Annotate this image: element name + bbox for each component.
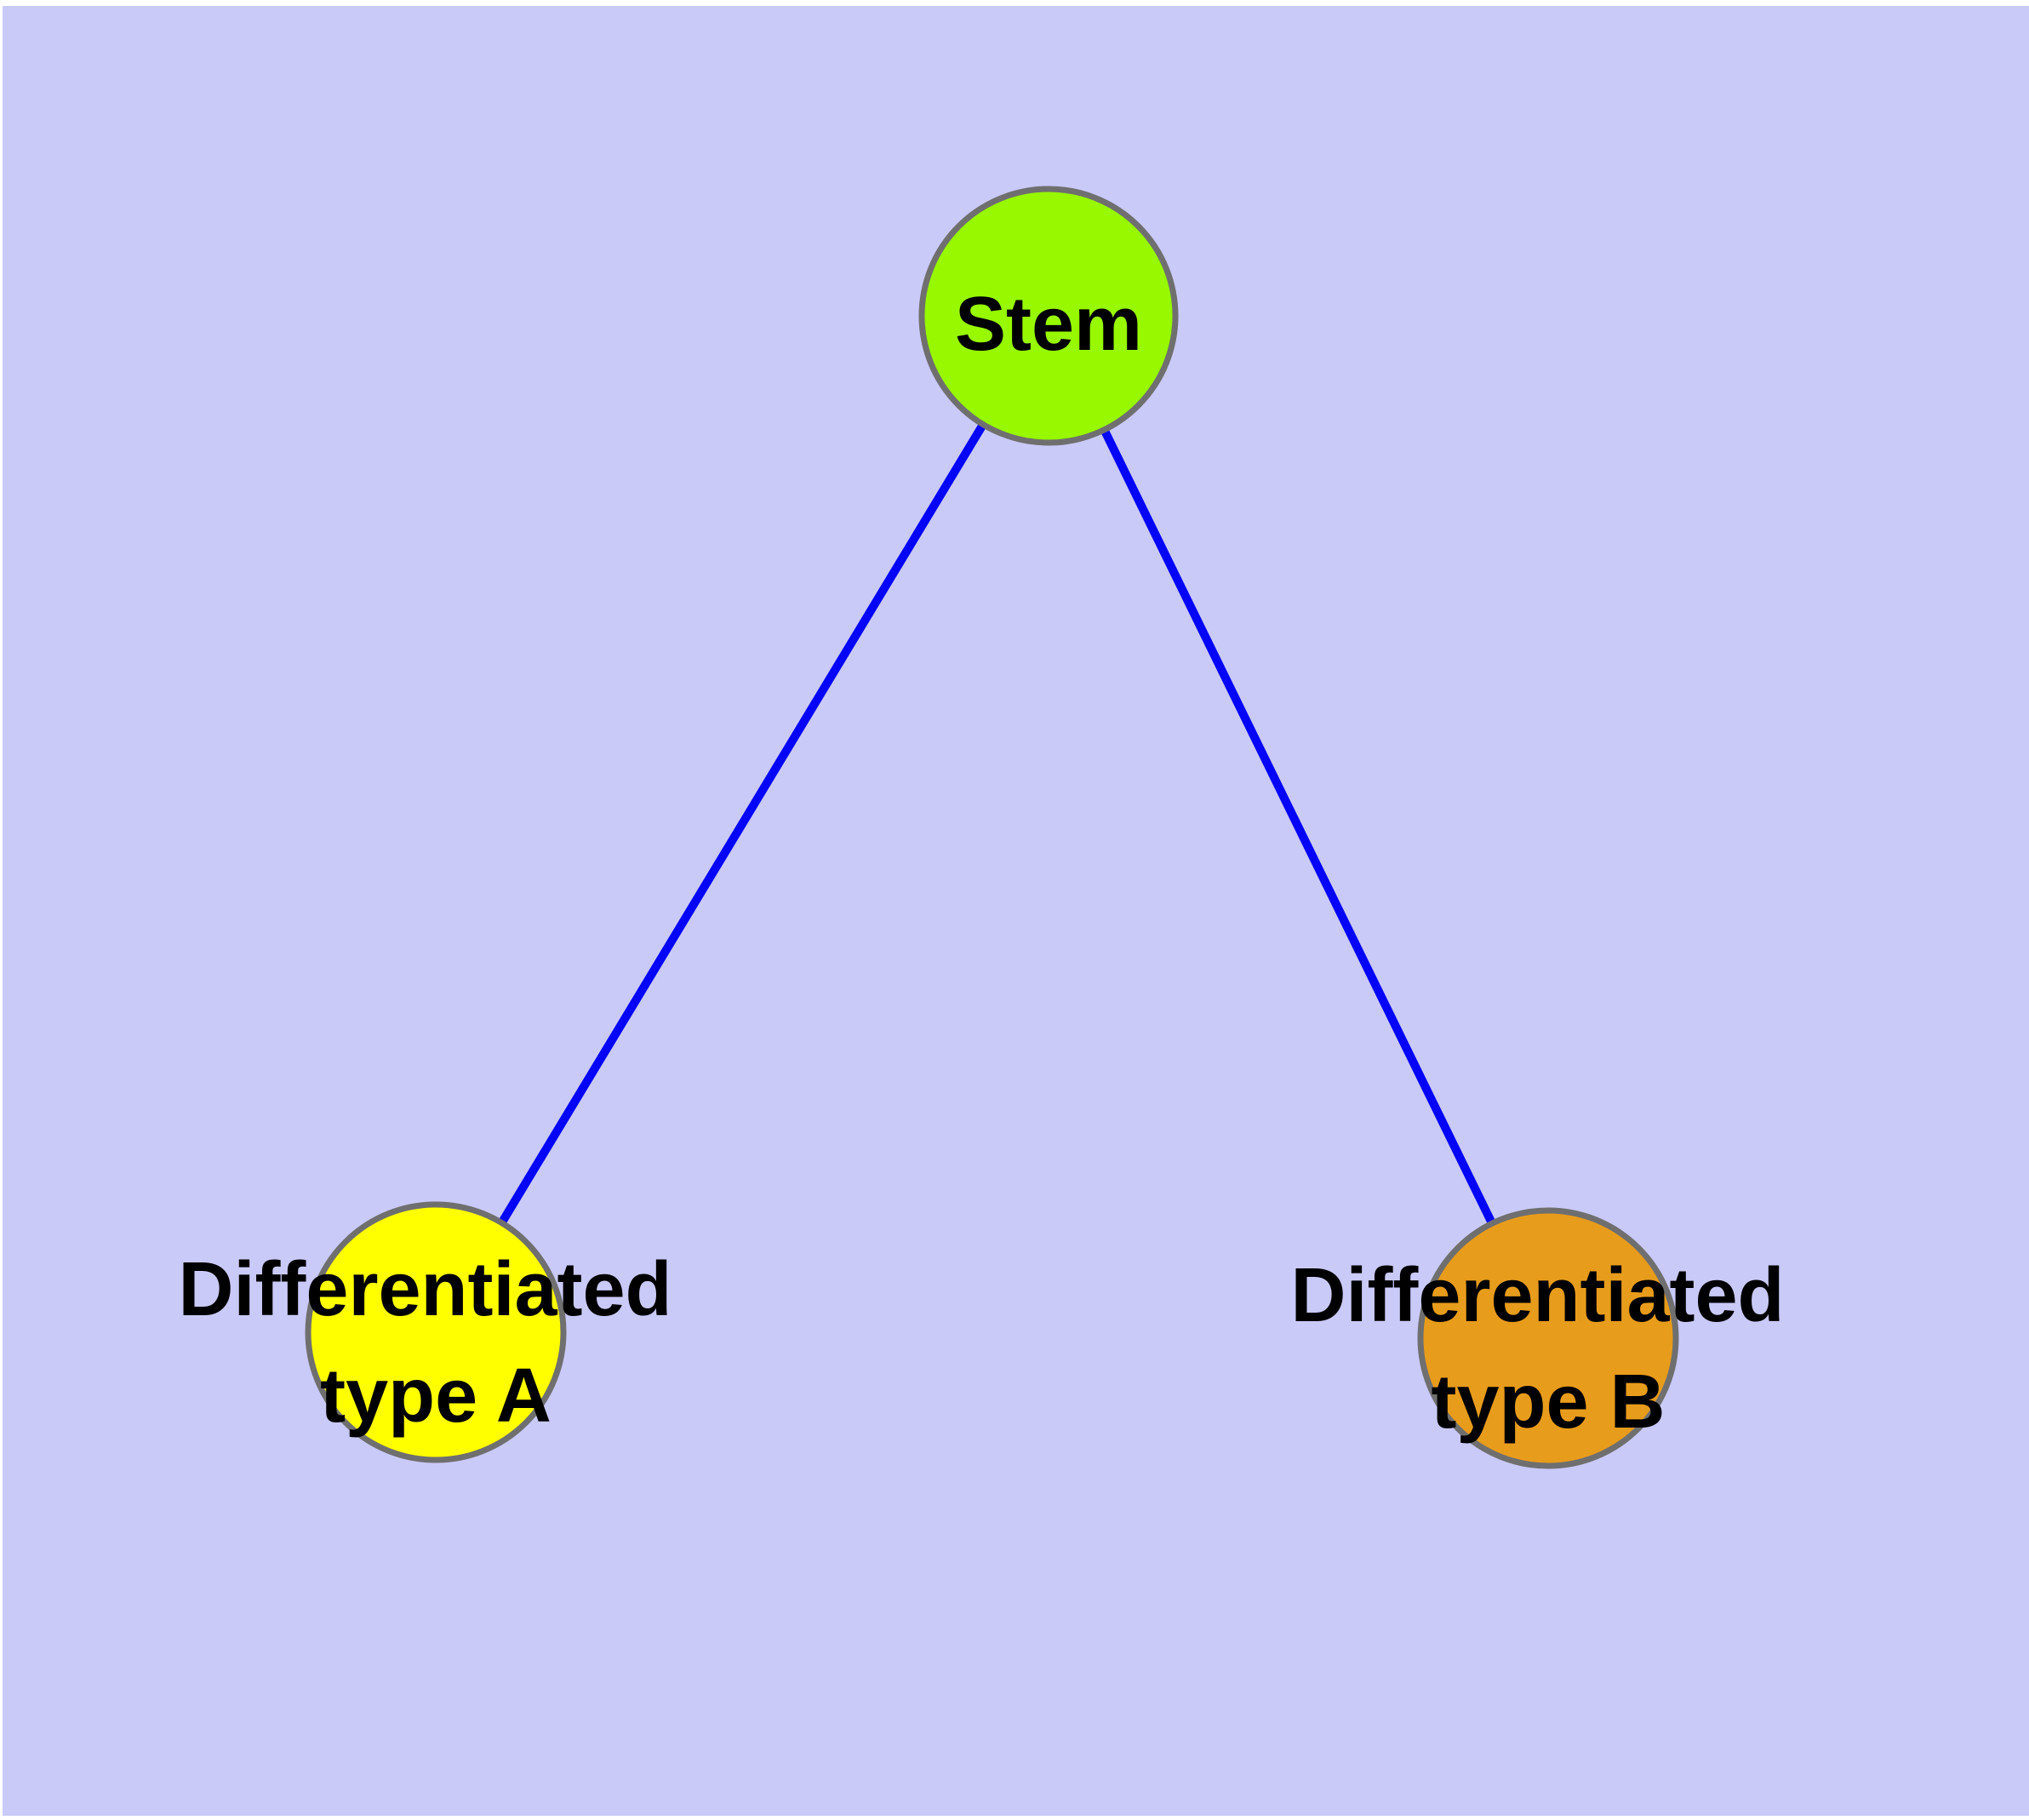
differentiated-type-a-node-label: Differentiated type A	[178, 1247, 693, 1439]
differentiated-type-a-node-circle[interactable]	[305, 1201, 567, 1463]
type-b-label-line-2: type B	[1431, 1359, 1665, 1445]
node-differentiated-type-a[interactable]: Differentiated type A	[178, 1201, 693, 1463]
node-differentiated-type-b[interactable]: Differentiated type B	[1290, 1207, 1805, 1469]
stem-node-label: Stem	[955, 282, 1142, 367]
type-a-label-line-2: type A	[320, 1354, 552, 1439]
stem-node-circle[interactable]	[918, 186, 1179, 446]
differentiated-type-b-node-circle[interactable]	[1417, 1207, 1679, 1469]
differentiated-type-b-node-label: Differentiated type B	[1290, 1253, 1805, 1445]
type-a-label-line-1: Differentiated	[178, 1247, 672, 1332]
stem-label-line: Stem	[955, 282, 1142, 367]
type-b-label-line-1: Differentiated	[1290, 1253, 1784, 1338]
edges-layer	[432, 313, 1552, 1341]
node-stem[interactable]: Stem	[918, 186, 1179, 446]
edge-stem-to-type-a	[432, 313, 1053, 1335]
edge-stem-to-type-b	[1044, 313, 1552, 1341]
nodes-layer: Stem Differentiated type A Differentiate…	[178, 186, 1805, 1469]
